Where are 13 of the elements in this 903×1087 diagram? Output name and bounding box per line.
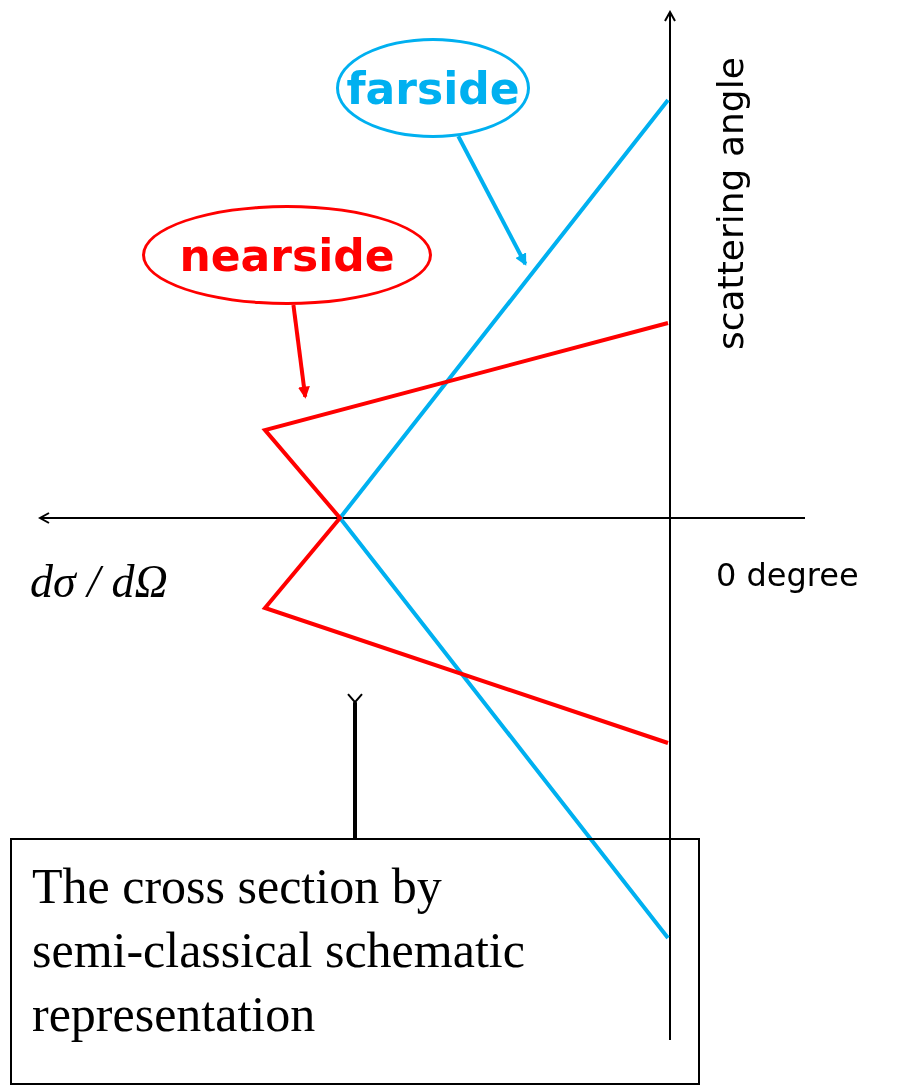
farside-ellipse [336,38,530,138]
curve-label: nearside [179,229,395,281]
caption-text: The cross section by semi-classical schematic representation [32,857,526,1044]
curve-label: farside [346,62,520,114]
nearside-ellipse [142,205,432,305]
axis-label: dσ / dΩ [30,555,168,608]
leader-line [347,693,363,838]
tick-label: 0 degree [716,556,859,594]
nearside-curve [261,321,669,745]
leader-arrow [291,304,310,399]
leader-arrow [456,135,528,266]
caption-box [10,838,700,1085]
axis-label: scattering angle [710,57,751,350]
